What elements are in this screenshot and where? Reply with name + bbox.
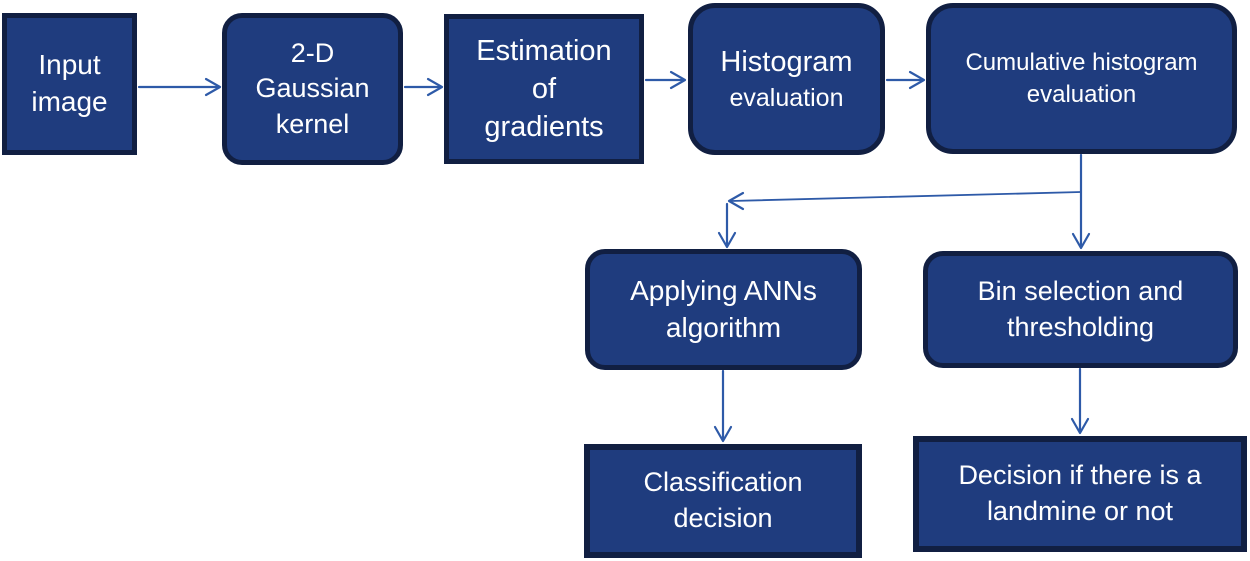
node-label-line: Cumulative histogram: [965, 48, 1198, 76]
node-label-line: Input: [38, 49, 101, 81]
node-histogram-evaluation: Histogram evaluation: [688, 3, 885, 155]
node-label-line: of: [531, 72, 557, 105]
arrowhead-down-icon: [717, 231, 737, 249]
node-estimation-of-gradients: Estimation of gradients: [444, 14, 644, 164]
arrowhead-down-icon: [713, 425, 733, 443]
arrowhead-down-icon: [1071, 232, 1091, 250]
node-label-line: 2-D: [290, 37, 335, 68]
node-label-line: decision: [673, 503, 773, 533]
node-applying-anns-algorithm: Applying ANNs algorithm: [585, 249, 862, 370]
edge-cumulative-to-bin: [1071, 153, 1091, 250]
arrowhead-right-icon: [669, 70, 687, 90]
edge-histogram-to-cumulative: [885, 70, 926, 90]
node-input-image: Input image: [2, 13, 137, 155]
node-label-line: Histogram: [720, 46, 853, 79]
edge-cumulative-to-anns: [717, 191, 1082, 249]
node-label-line: landmine or not: [986, 496, 1174, 526]
arrowhead-down-icon: [1070, 417, 1090, 435]
node-label-line: Estimation: [476, 34, 612, 67]
node-label-line: image: [31, 86, 108, 117]
arrowhead-left-icon: [727, 191, 745, 211]
node-label-line: algorithm: [665, 311, 782, 343]
node-label-line: thresholding: [1006, 311, 1155, 342]
node-label-line: Bin selection and: [977, 275, 1184, 306]
edge-bin-to-decision: [1070, 367, 1090, 435]
node-cumulative-histogram-evaluation: Cumulative histogram evaluation: [926, 3, 1237, 154]
edge-anns-to-classification: [713, 369, 733, 443]
node-label-line: gradients: [484, 111, 604, 144]
edge-input-to-gaussian: [137, 77, 222, 97]
node-classification-decision: Classification decision: [584, 444, 862, 558]
node-decision-landmine-or-not: Decision if there is a landmine or not: [913, 436, 1247, 552]
node-label-line: kernel: [275, 108, 350, 139]
node-label-line: Gaussian: [255, 73, 370, 104]
node-label-line: evaluation: [1026, 80, 1137, 108]
edge-estimation-to-histogram: [644, 70, 687, 90]
node-label-line: Applying ANNs: [630, 274, 817, 306]
node-label-line: Decision if there is a: [958, 460, 1202, 491]
node-label-line: evaluation: [729, 83, 844, 112]
arrowhead-right-icon: [204, 77, 222, 97]
node-label-line: Classification: [643, 467, 803, 498]
arrowhead-right-icon: [908, 70, 926, 90]
edge-gaussian-to-estimation: [403, 77, 444, 97]
node-2d-gaussian-kernel: 2-D Gaussian kernel: [222, 13, 403, 165]
arrowhead-right-icon: [426, 77, 444, 97]
node-bin-selection-thresholding: Bin selection and thresholding: [923, 251, 1238, 368]
